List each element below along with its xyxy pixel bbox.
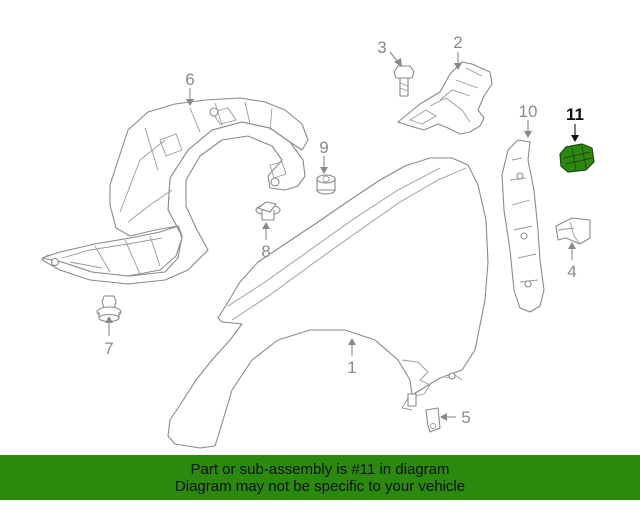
part-3-bolt[interactable] [393, 65, 415, 97]
part-6-fender-liner[interactable] [41, 97, 309, 285]
leader-lines [105, 51, 579, 421]
part-5-clip[interactable] [425, 407, 441, 433]
part-1-fender[interactable] [167, 157, 489, 449]
banner-line-1: Part or sub-assembly is #11 in diagram [190, 461, 450, 478]
callout-8: 8 [261, 242, 270, 261]
callout-9: 9 [319, 138, 328, 157]
parts-diagram: 6 2 3 9 8 7 10 11 4 1 5 [41, 33, 595, 449]
part-4-bracket[interactable] [555, 217, 591, 245]
callout-10: 10 [519, 102, 538, 121]
callout-4: 4 [567, 262, 576, 281]
callout-labels: 6 2 3 9 8 7 10 11 4 1 5 [104, 33, 584, 427]
callout-5: 5 [461, 408, 470, 427]
callout-3: 3 [377, 38, 386, 57]
part-11-insulator[interactable] [559, 143, 595, 173]
part-9-nut[interactable] [316, 174, 336, 195]
info-banner: Part or sub-assembly is #11 in diagram D… [0, 455, 640, 500]
part-8-clip[interactable] [255, 201, 281, 221]
callout-1: 1 [347, 358, 356, 377]
callout-11: 11 [566, 105, 584, 124]
part-10-seal[interactable] [501, 139, 545, 313]
callout-7: 7 [104, 339, 113, 358]
callout-6: 6 [185, 70, 194, 89]
banner-line-2: Diagram may not be specific to your vehi… [174, 478, 466, 495]
part-2-bracket[interactable] [397, 61, 493, 135]
callout-2: 2 [453, 33, 462, 52]
